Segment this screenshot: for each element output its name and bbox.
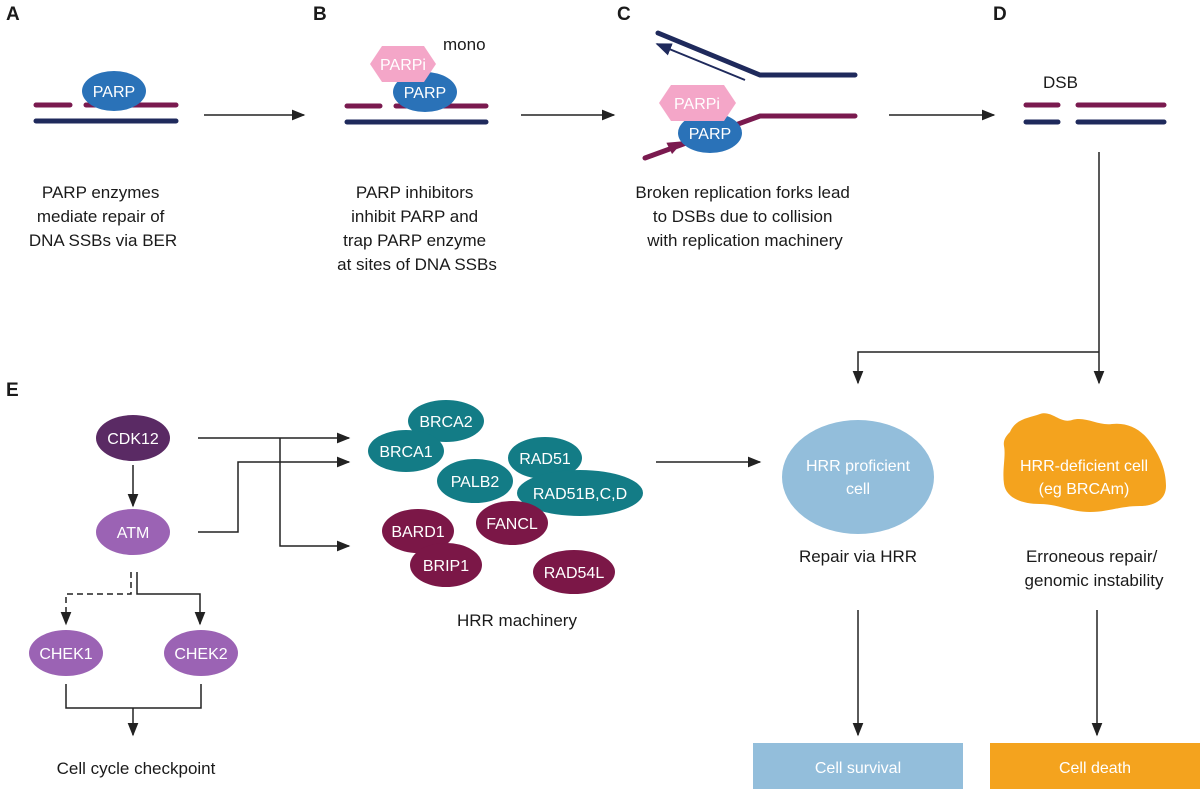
cell-death-box: Cell death (990, 743, 1200, 789)
deficient-line-1: HRR-deficient cell (1020, 458, 1148, 475)
panel-a-parp-enzyme: PARP (82, 71, 146, 111)
proficient-line-1: HRR proficient (806, 458, 911, 475)
panel-b-caption: PARP inhibitors inhibit PARP and trap PA… (337, 183, 497, 274)
palb2-node (437, 459, 513, 503)
connector-d-to-outcomes (852, 152, 1105, 385)
palb2-label: PALB2 (451, 474, 500, 491)
hrr-deficient-cell: HRR-deficient cell (eg BRCAm) (1003, 413, 1166, 512)
proficient-line-2: cell (846, 481, 870, 498)
panel-d-dna-break (1023, 102, 1167, 125)
cdk12-label: CDK12 (107, 431, 159, 448)
chek-to-checkpoint-connector (65, 684, 202, 737)
cdk12-node: CDK12 (96, 415, 170, 461)
brca2-node (408, 400, 484, 442)
panel-label-e: E (6, 380, 19, 401)
cell-survival-box: Cell survival (753, 743, 963, 789)
chek2-label: CHEK2 (174, 646, 227, 663)
connectors-to-hrr (198, 432, 351, 552)
fancl-node (476, 501, 548, 545)
panel-c-parp-enzyme: PARP (678, 113, 742, 153)
panel-label-a: A (6, 4, 20, 25)
panel-b-parp-label: PARP (404, 85, 446, 102)
cell-cycle-checkpoint-label: Cell cycle checkpoint (57, 759, 216, 778)
rad51-node (508, 437, 582, 479)
bard1-node (382, 509, 454, 553)
rad51bcd-node (517, 470, 643, 516)
panel-c-caption: Broken replication forks lead to DSBs du… (635, 183, 854, 250)
brca1-label: BRCA1 (379, 444, 432, 461)
deficient-line-2: (eg BRCAm) (1039, 481, 1130, 498)
panel-c-parp-label: PARP (689, 126, 731, 143)
panel-label-c: C (617, 4, 631, 25)
atm-node: ATM (96, 509, 170, 555)
hrr-proficient-cell: HRR proficient cell (782, 420, 934, 534)
chek1-label: CHEK1 (39, 646, 92, 663)
brip1-label: BRIP1 (423, 558, 469, 575)
atm-label: ATM (117, 525, 150, 542)
chek2-node: CHEK2 (164, 630, 238, 676)
chek1-node: CHEK1 (29, 630, 103, 676)
cell-survival-label: Cell survival (815, 760, 901, 777)
panel-a-caption: PARP enzymes mediate repair of DNA SSBs … (29, 183, 177, 250)
panel-c-parpi-label: PARPi (674, 96, 720, 113)
bard1-label: BARD1 (391, 524, 444, 541)
repair-via-hrr-label: Repair via HRR (799, 547, 917, 566)
panel-label-d: D (993, 4, 1007, 25)
panel-b-parpi-label: PARPi (380, 57, 426, 74)
brip1-node (410, 543, 482, 587)
hrr-machinery-cluster: BRCA2 BRCA1 PALB2 RAD51 RAD51B,C,D BARD1… (368, 400, 643, 594)
rad54l-label: RAD54L (544, 565, 605, 582)
fancl-label: FANCL (486, 516, 538, 533)
panel-label-b: B (313, 4, 327, 25)
rad54l-node (533, 550, 615, 594)
panel-a-parp-label: PARP (93, 84, 135, 101)
cell-death-label: Cell death (1059, 760, 1131, 777)
brca2-label: BRCA2 (419, 414, 472, 431)
erroneous-repair-label: Erroneous repair/ genomic instability (1025, 547, 1164, 590)
rad51bcd-label: RAD51B,C,D (533, 486, 627, 503)
panel-b-mono-label: mono (443, 35, 486, 54)
hrr-machinery-label: HRR machinery (457, 611, 577, 630)
brca1-node (368, 430, 444, 472)
rad51-label: RAD51 (519, 451, 571, 468)
panel-d-dsb-label: DSB (1043, 73, 1078, 92)
panel-c-parpi-drug: PARPi (659, 85, 736, 121)
atm-to-chek-connectors (60, 572, 206, 626)
panel-b-parpi-drug: PARPi (370, 46, 436, 82)
